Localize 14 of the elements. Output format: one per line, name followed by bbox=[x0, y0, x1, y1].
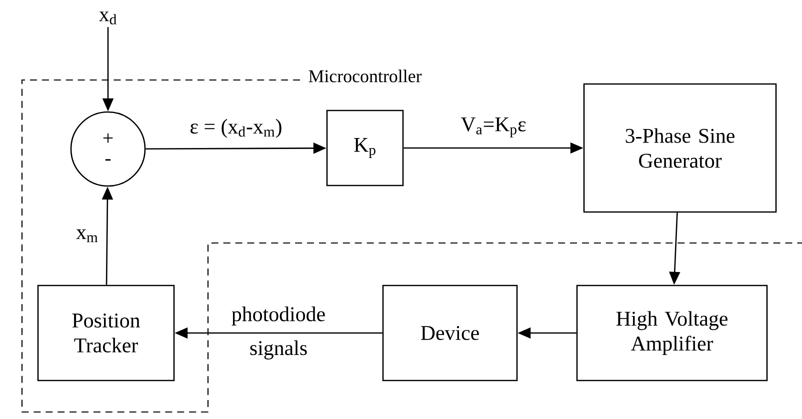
edge-label: V$_{a}$=K$_{p}$ε bbox=[460, 117, 526, 138]
edge-label: photodiode signals bbox=[232, 306, 325, 360]
block-box: Position Tracker bbox=[37, 284, 175, 382]
block-box: Device bbox=[382, 284, 518, 382]
edge-label: ε = (x$_{d}$-x$_{m}$) bbox=[190, 118, 282, 138]
sign-label: - bbox=[105, 159, 111, 161]
block-box: K$_{p}$ bbox=[326, 110, 404, 186]
block-box: 3-Phase Sine Generator bbox=[583, 83, 777, 213]
input-label: x$_{d}$ bbox=[99, 12, 116, 24]
sign-label: + bbox=[103, 133, 113, 143]
summing-junction bbox=[70, 111, 146, 187]
block-box: High Voltage Amplifier bbox=[576, 284, 768, 382]
edge-label: x$_{m}$ bbox=[76, 229, 98, 242]
region-label: Microcontroller bbox=[308, 70, 422, 82]
